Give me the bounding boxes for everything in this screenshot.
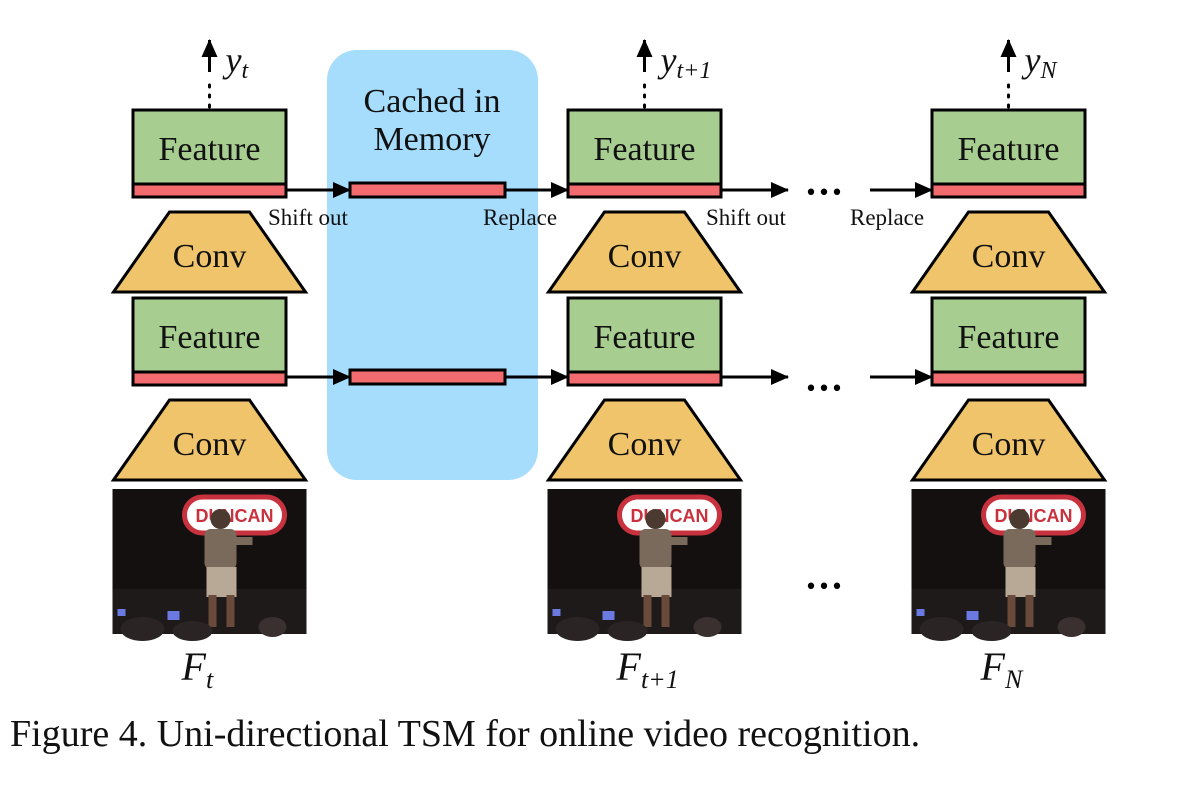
memory-label-line2: Memory [373, 121, 490, 158]
conv-block-top [110, 210, 309, 294]
replace-label-2: Replace [850, 205, 924, 230]
conv-block-bottom [909, 398, 1108, 482]
ellipsis-top: ••• [805, 181, 844, 206]
conv-block-top [909, 210, 1108, 294]
frame-label: FN [980, 644, 1024, 694]
video-frame-image: DUNCAN [911, 489, 1106, 641]
replace-label-1: Replace [483, 205, 557, 230]
output-label: yN [1022, 40, 1059, 84]
frame-sign-text: DUNCAN [995, 506, 1073, 526]
feature-box-bottom [930, 296, 1087, 374]
conv-block-bottom [545, 398, 744, 482]
frame-label: Ft [181, 644, 214, 694]
video-frame-image: DUNCAN [112, 489, 307, 641]
feature-label: Feature [958, 131, 1060, 168]
feature-box-bottom [566, 296, 723, 374]
shift-out-label-1: Shift out [268, 205, 348, 230]
feature-label: Feature [594, 131, 696, 168]
frame-sign-text: DUNCAN [196, 506, 274, 526]
feature-box-top [566, 108, 723, 186]
feature-label: Feature [159, 319, 261, 356]
shifted-channels-top [131, 182, 288, 199]
conv-label: Conv [972, 426, 1046, 463]
feature-box-top [131, 108, 288, 186]
cached-feature-bottom [348, 368, 507, 386]
conv-block-bottom [110, 398, 309, 482]
cached-feature-top [348, 181, 507, 199]
video-frame-image: DUNCAN [547, 489, 742, 641]
conv-block-top [545, 210, 744, 294]
shifted-channels-bottom [131, 370, 288, 387]
frame-sign-text: DUNCAN [631, 506, 709, 526]
shift-out-label-2: Shift out [706, 205, 786, 230]
conv-label: Conv [608, 238, 682, 275]
conv-label: Conv [173, 238, 247, 275]
memory-label-line1: Cached in [364, 83, 501, 120]
figure-caption: Figure 4. Uni-directional TSM for online… [10, 713, 921, 755]
ellipsis-frames: ••• [805, 575, 844, 600]
feature-box-top [930, 108, 1087, 186]
conv-label: Conv [972, 238, 1046, 275]
frame-label: Ft+1 [616, 644, 679, 694]
conv-label: Conv [608, 426, 682, 463]
feature-label: Feature [958, 319, 1060, 356]
shifted-channels-bottom [566, 370, 723, 387]
shifted-channels-bottom [930, 370, 1087, 387]
output-label: yt+1 [658, 40, 712, 84]
feature-label: Feature [159, 131, 261, 168]
feature-label: Feature [594, 319, 696, 356]
shifted-channels-top [930, 182, 1087, 199]
conv-label: Conv [173, 426, 247, 463]
shift-arrows [287, 182, 933, 385]
output-label: yt [223, 40, 250, 84]
ellipsis-bottom: ••• [805, 377, 844, 402]
shifted-channels-top [566, 182, 723, 199]
